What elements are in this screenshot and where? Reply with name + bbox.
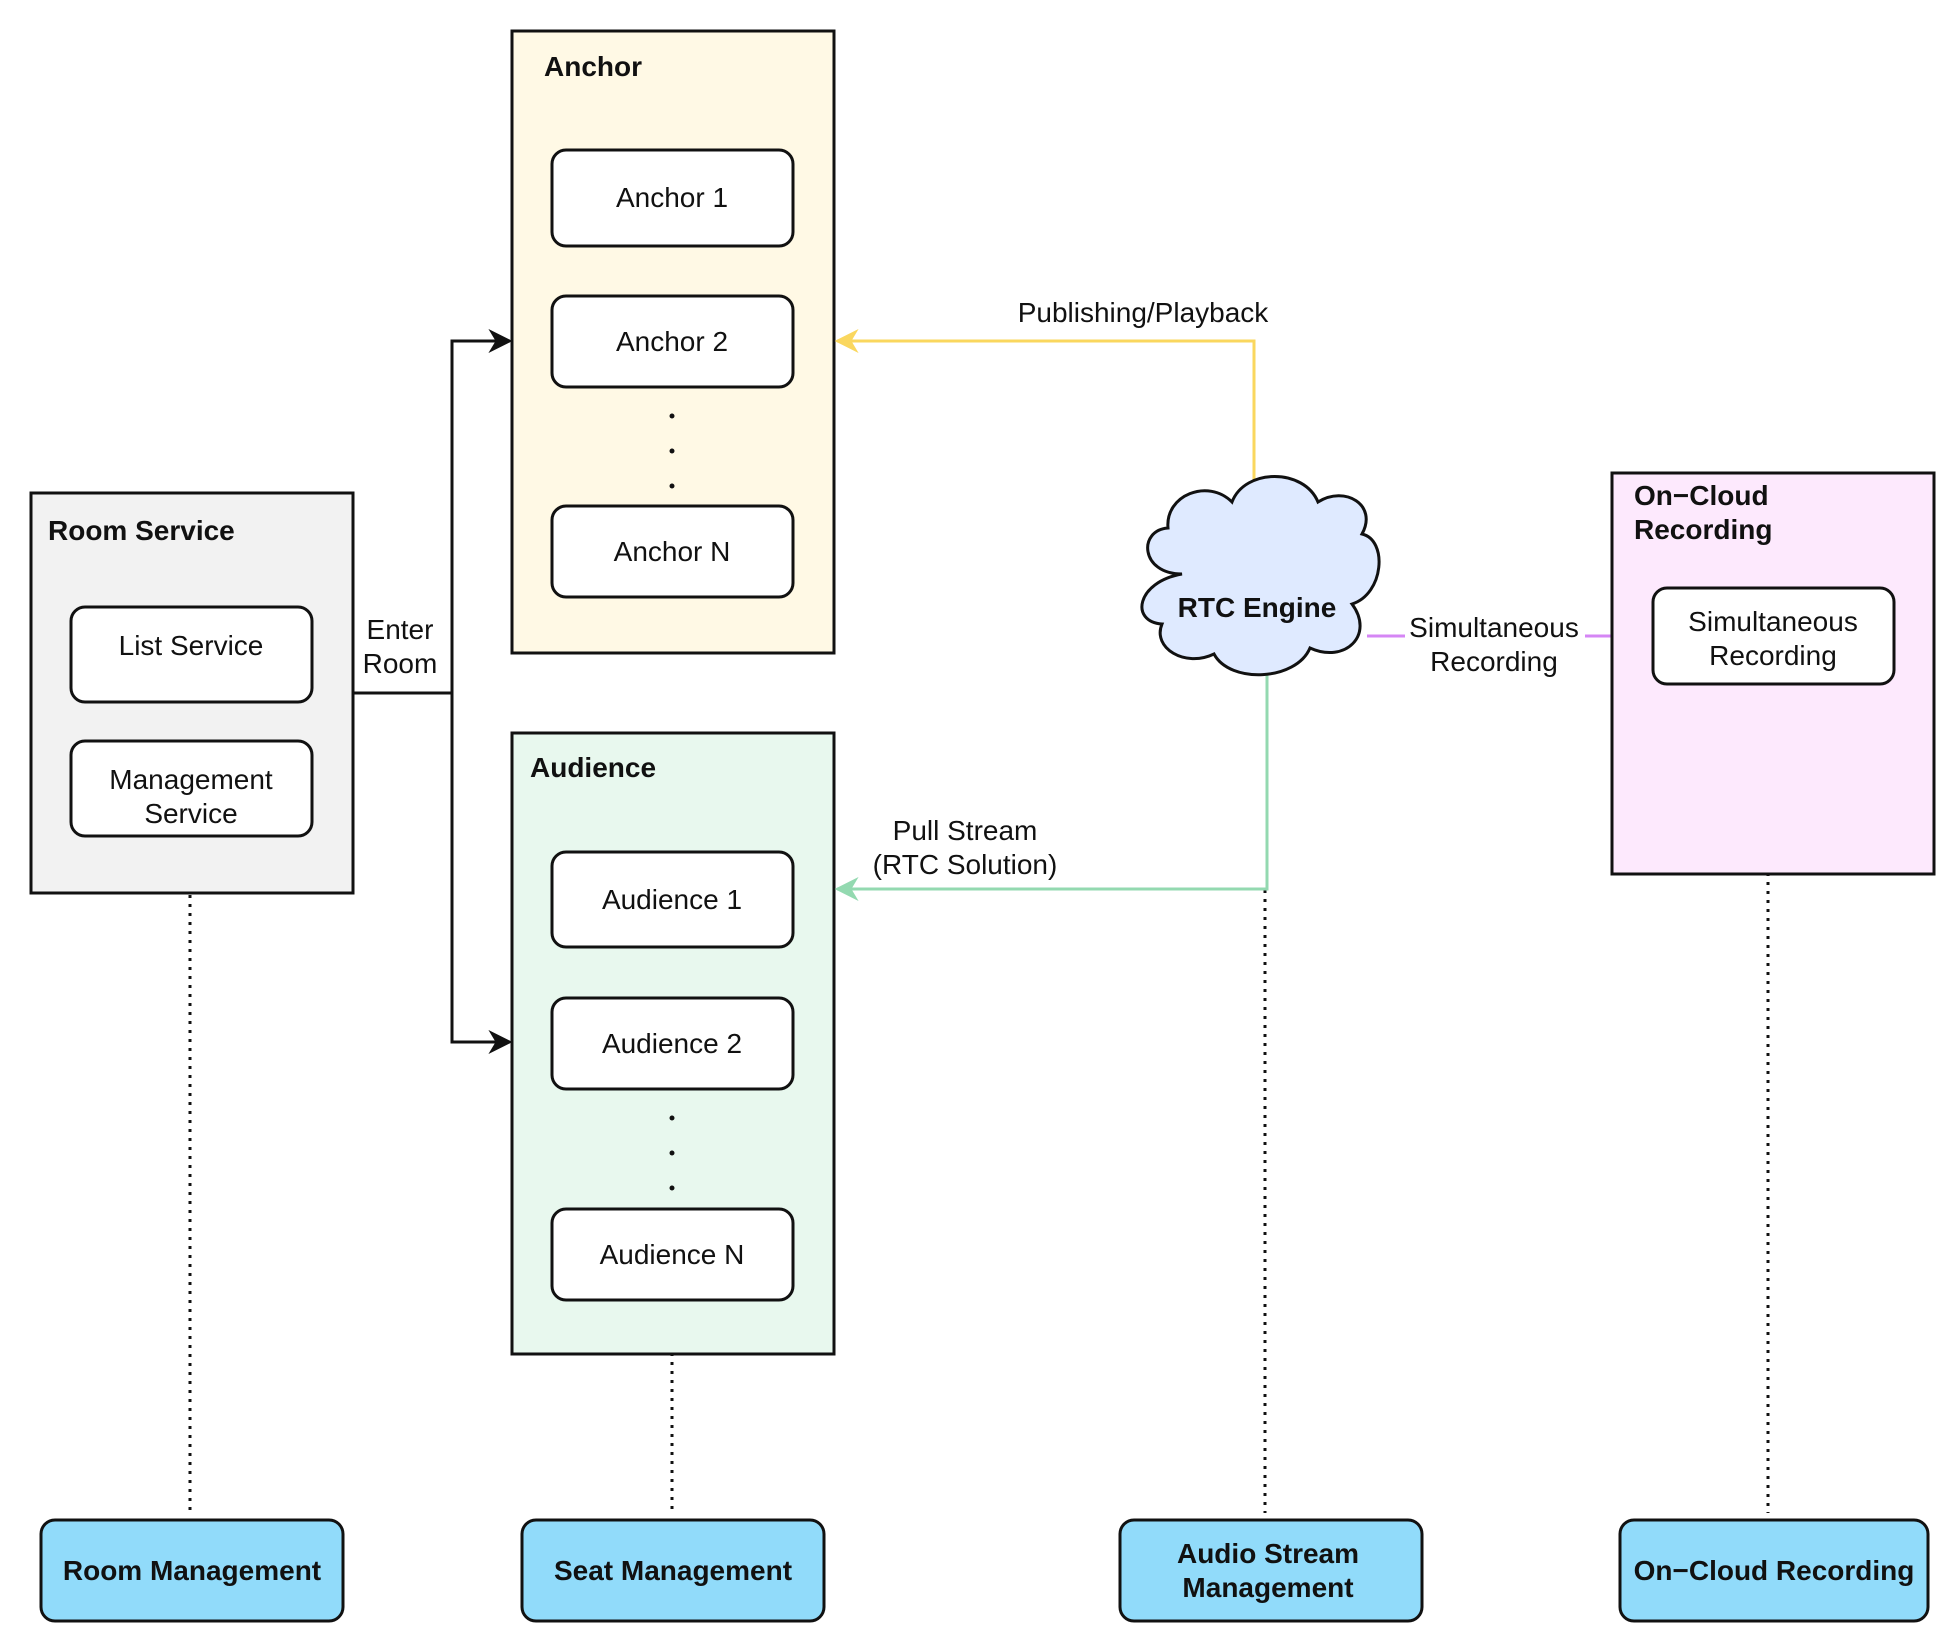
audience-2-label: Audience 2 xyxy=(602,1028,742,1059)
audience-2-node[interactable]: Audience 2 xyxy=(550,996,795,1091)
anchor-title: Anchor xyxy=(544,51,642,82)
audience-title: Audience xyxy=(530,752,656,783)
module-seat-management-label: Seat Management xyxy=(554,1555,792,1586)
rtc-engine-label: RTC Engine xyxy=(1178,592,1337,623)
enter-room-line xyxy=(353,329,513,695)
enter-room-line-audience xyxy=(450,693,513,1054)
pull-stream-line xyxy=(834,670,1269,901)
anchor-n-node[interactable]: Anchor N xyxy=(550,504,795,599)
audience-n-node[interactable]: Audience N xyxy=(550,1207,795,1302)
module-room-management[interactable]: Room Management xyxy=(39,1518,345,1623)
simultaneous-recording-label-bg xyxy=(1405,605,1585,675)
anchor-n-label: Anchor N xyxy=(614,536,731,567)
pull-stream-label: Pull Stream(RTC Solution) xyxy=(873,815,1058,880)
audience-n-label: Audience N xyxy=(600,1239,745,1270)
list-service-label: List Service xyxy=(119,630,264,661)
publishing-playback-line xyxy=(834,329,1266,533)
anchor-2-node[interactable]: Anchor 2 xyxy=(550,294,795,389)
module-on-cloud-recording[interactable]: On−Cloud Recording xyxy=(1618,1518,1930,1623)
module-room-management-label: Room Management xyxy=(63,1555,321,1586)
module-on-cloud-recording-label: On−Cloud Recording xyxy=(1634,1555,1915,1586)
anchor-ellipsis xyxy=(669,413,675,489)
publishing-playback-label: Publishing/Playback xyxy=(1018,297,1270,328)
anchor-1-label: Anchor 1 xyxy=(616,182,728,213)
list-service-node[interactable]: List Service xyxy=(69,605,314,704)
anchor-group: Anchor Anchor 1 Anchor 2 Anchor N xyxy=(510,29,836,655)
module-seat-management[interactable]: Seat Management xyxy=(520,1518,826,1623)
audience-group: Audience Audience 1 Audience 2 Audience … xyxy=(510,731,836,1356)
audience-1-node[interactable]: Audience 1 xyxy=(550,850,795,949)
rtc-engine-cloud[interactable]: RTC Engine xyxy=(1140,475,1381,677)
audience-1-label: Audience 1 xyxy=(602,884,742,915)
room-service-title: Room Service xyxy=(48,515,235,546)
audience-ellipsis xyxy=(669,1115,675,1191)
anchor-2-label: Anchor 2 xyxy=(616,326,728,357)
anchor-1-node[interactable]: Anchor 1 xyxy=(550,148,795,248)
